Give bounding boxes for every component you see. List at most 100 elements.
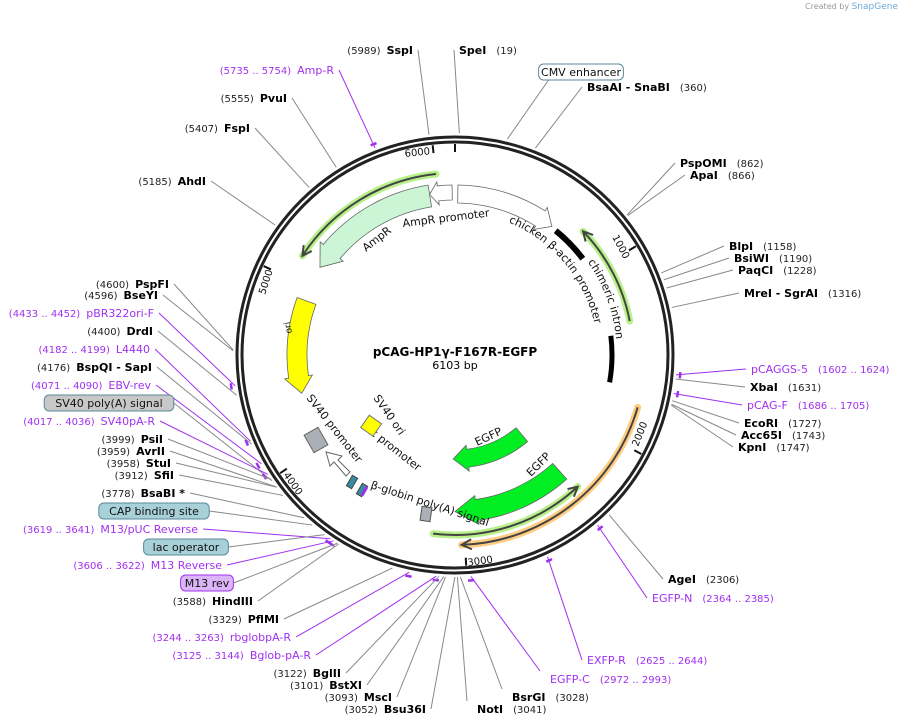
- enzyme-site-bsu36i[interactable]: (3052)Bsu36I: [345, 703, 426, 716]
- enzyme-site-bspqi-sapi[interactable]: (4176)BspQI - SapI: [37, 361, 152, 374]
- primer-pcag-f[interactable]: pCAG-F(1686 .. 1705): [747, 399, 869, 412]
- site-location: (19): [496, 46, 517, 57]
- ampr-region-line[interactable]: [301, 173, 437, 257]
- enzyme-site-pflmi[interactable]: (3329)PflMI: [208, 613, 279, 626]
- site-location: (5555): [221, 94, 254, 105]
- m13-rev-feature[interactable]: [360, 486, 369, 497]
- site-name: AgeI: [668, 573, 696, 586]
- feature-box-cmv-enhancer[interactable]: CMV enhancer: [538, 63, 624, 81]
- feature-box-cap-binding-site[interactable]: CAP binding site: [98, 502, 210, 520]
- enzyme-site-stui[interactable]: (3958)StuI: [107, 457, 171, 470]
- site-location: (4596): [84, 291, 117, 302]
- tick-mark: [628, 245, 637, 252]
- enzyme-site-drdi[interactable]: (4400)DrdI: [87, 325, 153, 338]
- svg-text:(3606 .. 3622)M13 Reverse: (3606 .. 3622)M13 Reverse: [73, 559, 222, 572]
- enzyme-site-pspomi[interactable]: PspOMI(862): [680, 157, 764, 170]
- egfp-feature-1[interactable]: [452, 427, 529, 473]
- cap-site-feature[interactable]: [345, 474, 359, 490]
- intron-end-bar[interactable]: [607, 335, 615, 383]
- enzyme-site-avrii[interactable]: (3959)AvrII: [97, 445, 165, 458]
- primer-sv40pa-r[interactable]: (4017 .. 4036)SV40pA-R: [23, 415, 155, 428]
- site-location: (4017 .. 4036): [23, 417, 95, 428]
- primer-egfp-n[interactable]: EGFP-N(2364 .. 2385): [652, 592, 774, 605]
- enzyme-site-bstxi[interactable]: (3101)BstXI: [290, 679, 362, 692]
- sv40-ori-feature[interactable]: [359, 414, 383, 437]
- leader-line: [156, 366, 252, 445]
- primer-amp-r[interactable]: (5735 .. 5754)Amp-R: [220, 64, 335, 77]
- orange-region-line[interactable]: [461, 407, 639, 546]
- primer-pbr322ori-f[interactable]: (4433 .. 4452)pBR322ori-F: [9, 307, 154, 320]
- svg-text:BsrGI(3028): BsrGI(3028): [512, 691, 589, 704]
- primer-binding-mark: [596, 525, 604, 532]
- feature-box-m13-rev[interactable]: M13 rev: [180, 574, 234, 592]
- enzyme-site-kpni[interactable]: KpnI(1747): [738, 441, 810, 454]
- green-region-line[interactable]: [432, 485, 579, 536]
- chicken-actin-promoter-feature[interactable]: [457, 184, 553, 231]
- enzyme-site-apai[interactable]: ApaI(866): [690, 169, 755, 182]
- primer-exfp-r[interactable]: EXFP-R(2625 .. 2644): [587, 654, 707, 667]
- site-location: (3999): [101, 435, 134, 446]
- enzyme-site-bsrgi[interactable]: BsrGI(3028): [512, 691, 589, 704]
- svg-text:(3619 .. 3641)M13/pUC Reverse: (3619 .. 3641)M13/pUC Reverse: [23, 523, 198, 536]
- feature-box-lac-operator[interactable]: lac operator: [143, 538, 229, 556]
- primer-rbglobpa-r[interactable]: (3244 .. 3263)rbglobpA-R: [152, 631, 291, 644]
- sv40-promoter-feature[interactable]: [303, 426, 329, 454]
- enzyme-site-blpi[interactable]: BlpI(1158): [729, 240, 796, 253]
- lac-promoter-feature[interactable]: [325, 451, 351, 477]
- leader-line: [295, 571, 410, 638]
- primer-bglob-pa-r[interactable]: (3125 .. 3144)Bglob-pA-R: [172, 649, 311, 662]
- ampr-promoter-feature[interactable]: [429, 180, 453, 206]
- enzyme-site-spei[interactable]: SpeI(19): [459, 44, 517, 57]
- enzyme-site-bglii[interactable]: (3122)BglII: [274, 667, 341, 680]
- svg-text:(4600)PspFI: (4600)PspFI: [96, 278, 169, 291]
- ampr-feature[interactable]: [319, 184, 432, 268]
- site-location: (5735 .. 5754): [220, 66, 292, 77]
- primer-l4440[interactable]: (4182 .. 4199)L4440: [38, 343, 150, 356]
- leader-line: [226, 540, 334, 566]
- primer-ebv-rev[interactable]: (4071 .. 4090)EBV-rev: [31, 379, 151, 392]
- chimeric-intron-line[interactable]: [582, 230, 631, 322]
- enzyme-site-paqci[interactable]: PaqCI(1228): [738, 264, 817, 277]
- feature-box-sv40-poly-a-signal[interactable]: SV40 poly(A) signal: [43, 394, 175, 412]
- beta-globin-polya-feature[interactable]: [419, 505, 433, 523]
- enzyme-site-mrei-sgrai[interactable]: MreI - SgrAI(1316): [744, 287, 861, 300]
- enzyme-site-noti[interactable]: NotI(3041): [477, 703, 546, 716]
- site-name: PaqCI: [738, 264, 773, 277]
- leader-line: [167, 438, 272, 480]
- enzyme-site-sfii[interactable]: (3912)SfiI: [115, 469, 174, 482]
- enzyme-site-pspfi[interactable]: (4600)PspFI: [96, 278, 169, 291]
- primer-m13-reverse[interactable]: (3606 .. 3622)M13 Reverse: [73, 559, 222, 572]
- primer-egfp-c[interactable]: EGFP-C(2972 .. 2993): [550, 673, 671, 686]
- enzyme-site-ahdi[interactable]: (5185)AhdI: [138, 175, 206, 188]
- enzyme-site-sspi[interactable]: (5989)SspI: [347, 44, 413, 57]
- primer-pcaggs-5[interactable]: pCAGGS-5(1602 .. 1624): [751, 363, 890, 376]
- site-location: (2364 .. 2385): [702, 594, 774, 605]
- enzyme-site-bsabi[interactable]: (3778)BsaBI *: [101, 487, 185, 500]
- site-name: EGFP-C: [550, 673, 590, 686]
- enzyme-site-bseyi[interactable]: (4596)BseYI: [84, 289, 158, 302]
- enzyme-site-bsaai-snabi[interactable]: BsaAI - SnaBI(360): [587, 81, 707, 94]
- cmv-region-bar[interactable]: [553, 228, 586, 261]
- enzyme-site-pvui[interactable]: (5555)PvuI: [221, 92, 287, 105]
- site-name: BsaAI - SnaBI: [587, 81, 670, 94]
- primer-m13-puc-reverse[interactable]: (3619 .. 3641)M13/pUC Reverse: [23, 523, 198, 536]
- enzyme-site-fspi[interactable]: (5407)FspI: [185, 122, 250, 135]
- enzyme-site-psii[interactable]: (3999)PsiI: [101, 433, 163, 446]
- svg-text:EGFP-C(2972 .. 2993): EGFP-C(2972 .. 2993): [550, 673, 671, 686]
- ori-feature[interactable]: [283, 297, 317, 394]
- site-name: KpnI: [738, 441, 766, 454]
- enzyme-site-ecori[interactable]: EcoRI(1727): [744, 417, 822, 430]
- site-location: (2306): [706, 575, 739, 586]
- enzyme-site-xbai[interactable]: XbaI(1631): [750, 381, 821, 394]
- feature-box-bg: [538, 63, 624, 81]
- egfp-feature-2[interactable]: [454, 462, 568, 526]
- enzyme-site-hindiii[interactable]: (3588)HindIII: [173, 595, 253, 608]
- leader-line: [506, 79, 550, 140]
- site-location: (3958): [107, 459, 140, 470]
- enzyme-site-bsiwi[interactable]: BsiWI(1190): [734, 252, 812, 265]
- enzyme-site-acc65i[interactable]: Acc65I(1743): [741, 429, 825, 442]
- tick-3000: 3000: [467, 555, 494, 569]
- enzyme-site-msci[interactable]: (3093)MscI: [325, 691, 392, 704]
- enzyme-site-agei[interactable]: AgeI (2306): [668, 573, 739, 586]
